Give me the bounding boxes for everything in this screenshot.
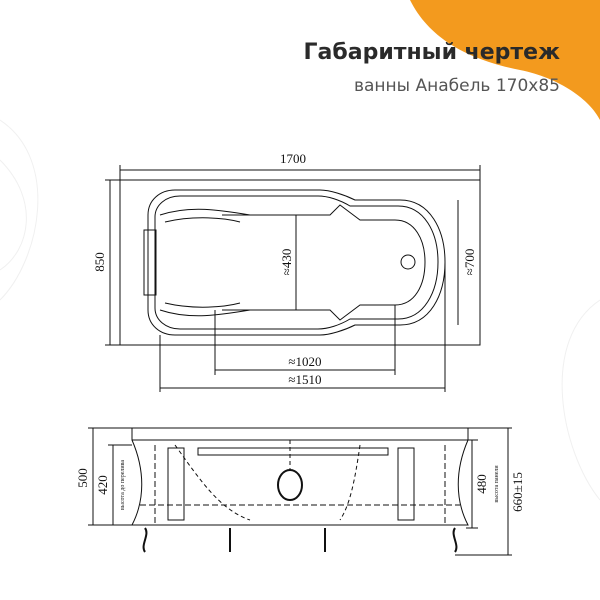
dim-total: 660±15 [510,472,525,512]
dim-panel-line [466,439,478,529]
page-title: Габаритный чертеж [303,40,561,65]
dim-height: 500 [75,468,90,488]
orange-blob [410,0,600,120]
dim-bowl-length-line [159,262,446,392]
dim-length-line [119,165,481,180]
dim-overflow-line [108,444,132,525]
page-subtitle: ванны Анабель 170x85 [353,76,560,96]
side-slot-right [397,447,415,521]
overflow-drain [277,469,303,501]
panel [131,439,469,526]
bowl-outer [147,189,446,336]
legs [142,527,458,553]
top-view [105,165,481,392]
panel-bar [197,447,389,456]
dim-bowl-width: ≈700 [462,249,477,276]
dim-bowl-length: ≈1510 [288,372,321,387]
dim-overflow: 420 [95,475,110,495]
drain [400,254,416,270]
overflow-label: высота до перелива [120,460,126,510]
dim-panel: 480 [474,474,489,494]
tub-outline [119,179,481,346]
bowl-inner [154,195,439,330]
headrest [159,208,251,317]
rim [131,427,469,441]
dim-inner-length-line [214,305,396,375]
bowl-bottom [222,204,426,321]
dim-inner-width: ≈430 [279,249,294,276]
hidden-bowl [140,445,460,525]
dim-inner-length: ≈1020 [288,354,321,369]
dim-length: 1700 [280,151,306,166]
hidden-lines [174,440,361,521]
side-slot-left [167,447,185,521]
dim-height-line [88,427,132,526]
panel-label: высота панели [494,465,500,503]
dim-total-line [455,427,512,556]
side-view [88,427,512,556]
handle [143,229,157,296]
dim-width: 850 [92,252,107,272]
dim-width-line [105,179,120,346]
